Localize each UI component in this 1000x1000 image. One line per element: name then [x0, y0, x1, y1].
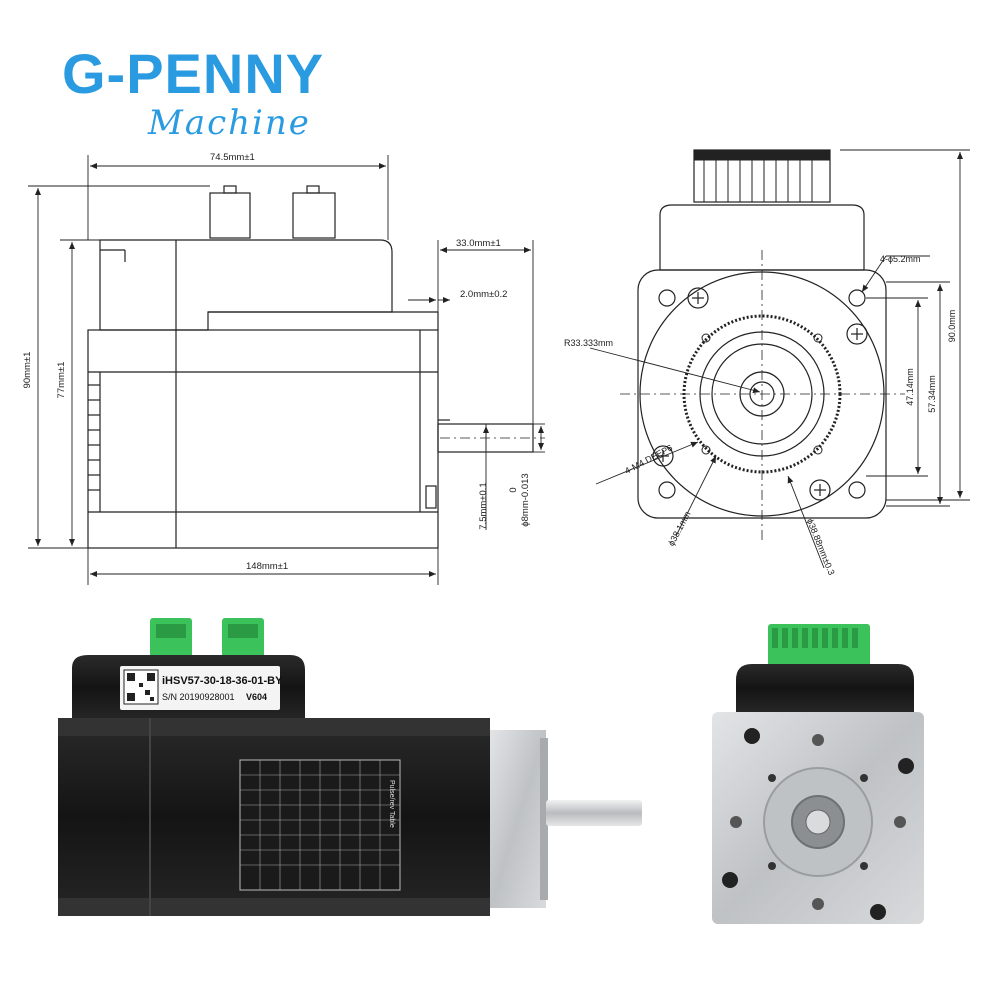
driver-cap-photo — [736, 664, 914, 712]
spec-table-title: Pulse/rev Table — [388, 780, 395, 828]
dim-flat: 7.5mm±0.1 — [478, 482, 489, 529]
connector-outline-left — [209, 192, 251, 239]
dim-circle: ϕ38.88mm±0.3 — [805, 517, 837, 576]
side-view-dimensions — [28, 155, 545, 585]
shaft-end — [805, 809, 831, 835]
dim-height-total: 90mm±1 — [22, 352, 33, 389]
tapped-holes — [701, 333, 823, 455]
flange-screws — [722, 728, 914, 920]
front-view-dimensions — [589, 149, 970, 569]
dim-holes: 4-ϕ5.2mm — [880, 254, 921, 264]
dim-shaft-length: 33.0mm±1 — [456, 238, 501, 249]
shaft-outline — [437, 423, 534, 453]
version-label: V604 — [246, 692, 267, 702]
dim-height-body: 77mm±1 — [56, 362, 67, 399]
cooling-ribs — [88, 384, 100, 491]
dim-shaft-tol: 0 — [508, 487, 519, 492]
model-label: iHSV57-30-18-36-01-BY — [162, 675, 283, 687]
dim-tapped: 4-M4 DEEP6 — [623, 443, 674, 476]
front-view-drawing — [620, 149, 905, 540]
motor-side-photo: iHSV57-30-18-36-01-BY S/N 20190928001 V6… — [58, 618, 642, 916]
bolt-hole-br — [848, 481, 866, 499]
dim-radius: R33.333mm — [564, 338, 613, 348]
dim-hole-spacing: 47.14mm — [905, 368, 915, 406]
side-view-labels: 74.5mm±1 90mm±1 77mm±1 33.0mm±1 2.0mm±0.… — [22, 152, 531, 572]
dim-shaft-dia: ϕ8mm-0.013 — [520, 473, 531, 526]
connector-cap-right — [306, 185, 320, 194]
connector-cap-left — [223, 185, 237, 194]
model-label-sticker — [120, 666, 280, 710]
motor-front-photo — [712, 624, 924, 924]
serial-label: S/N 20190928001 — [162, 692, 235, 702]
dim-length-total: 148mm±1 — [246, 561, 288, 572]
dim-length-top: 74.5mm±1 — [210, 152, 255, 163]
side-view-drawing — [87, 185, 545, 549]
front-view-labels: 4-ϕ5.2mm R33.333mm 4-M4 DEEP6 ϕ38.1mm ϕ3… — [564, 254, 957, 577]
bolt-hole-tl — [658, 289, 676, 307]
connector-outline-right — [292, 192, 336, 239]
dim-pilot: ϕ38.1mm — [666, 510, 692, 548]
bolt-hole-bl — [658, 481, 676, 499]
front-flange — [490, 730, 546, 908]
dim-flange-total: 90.0mm — [947, 310, 957, 343]
driver-cap-outline — [659, 204, 865, 271]
flange-holes — [768, 774, 868, 870]
brand-tagline: Machine — [148, 103, 311, 143]
dim-flange-inner: 57.34mm — [927, 375, 937, 413]
driver-housing-outline — [99, 239, 393, 331]
motor-body-outline — [87, 329, 439, 549]
bolt-hole-tr — [848, 289, 866, 307]
dim-boss: 2.0mm±0.2 — [460, 289, 507, 300]
brand-logo: G-PENNY — [62, 42, 325, 105]
motor-shaft — [546, 800, 642, 826]
